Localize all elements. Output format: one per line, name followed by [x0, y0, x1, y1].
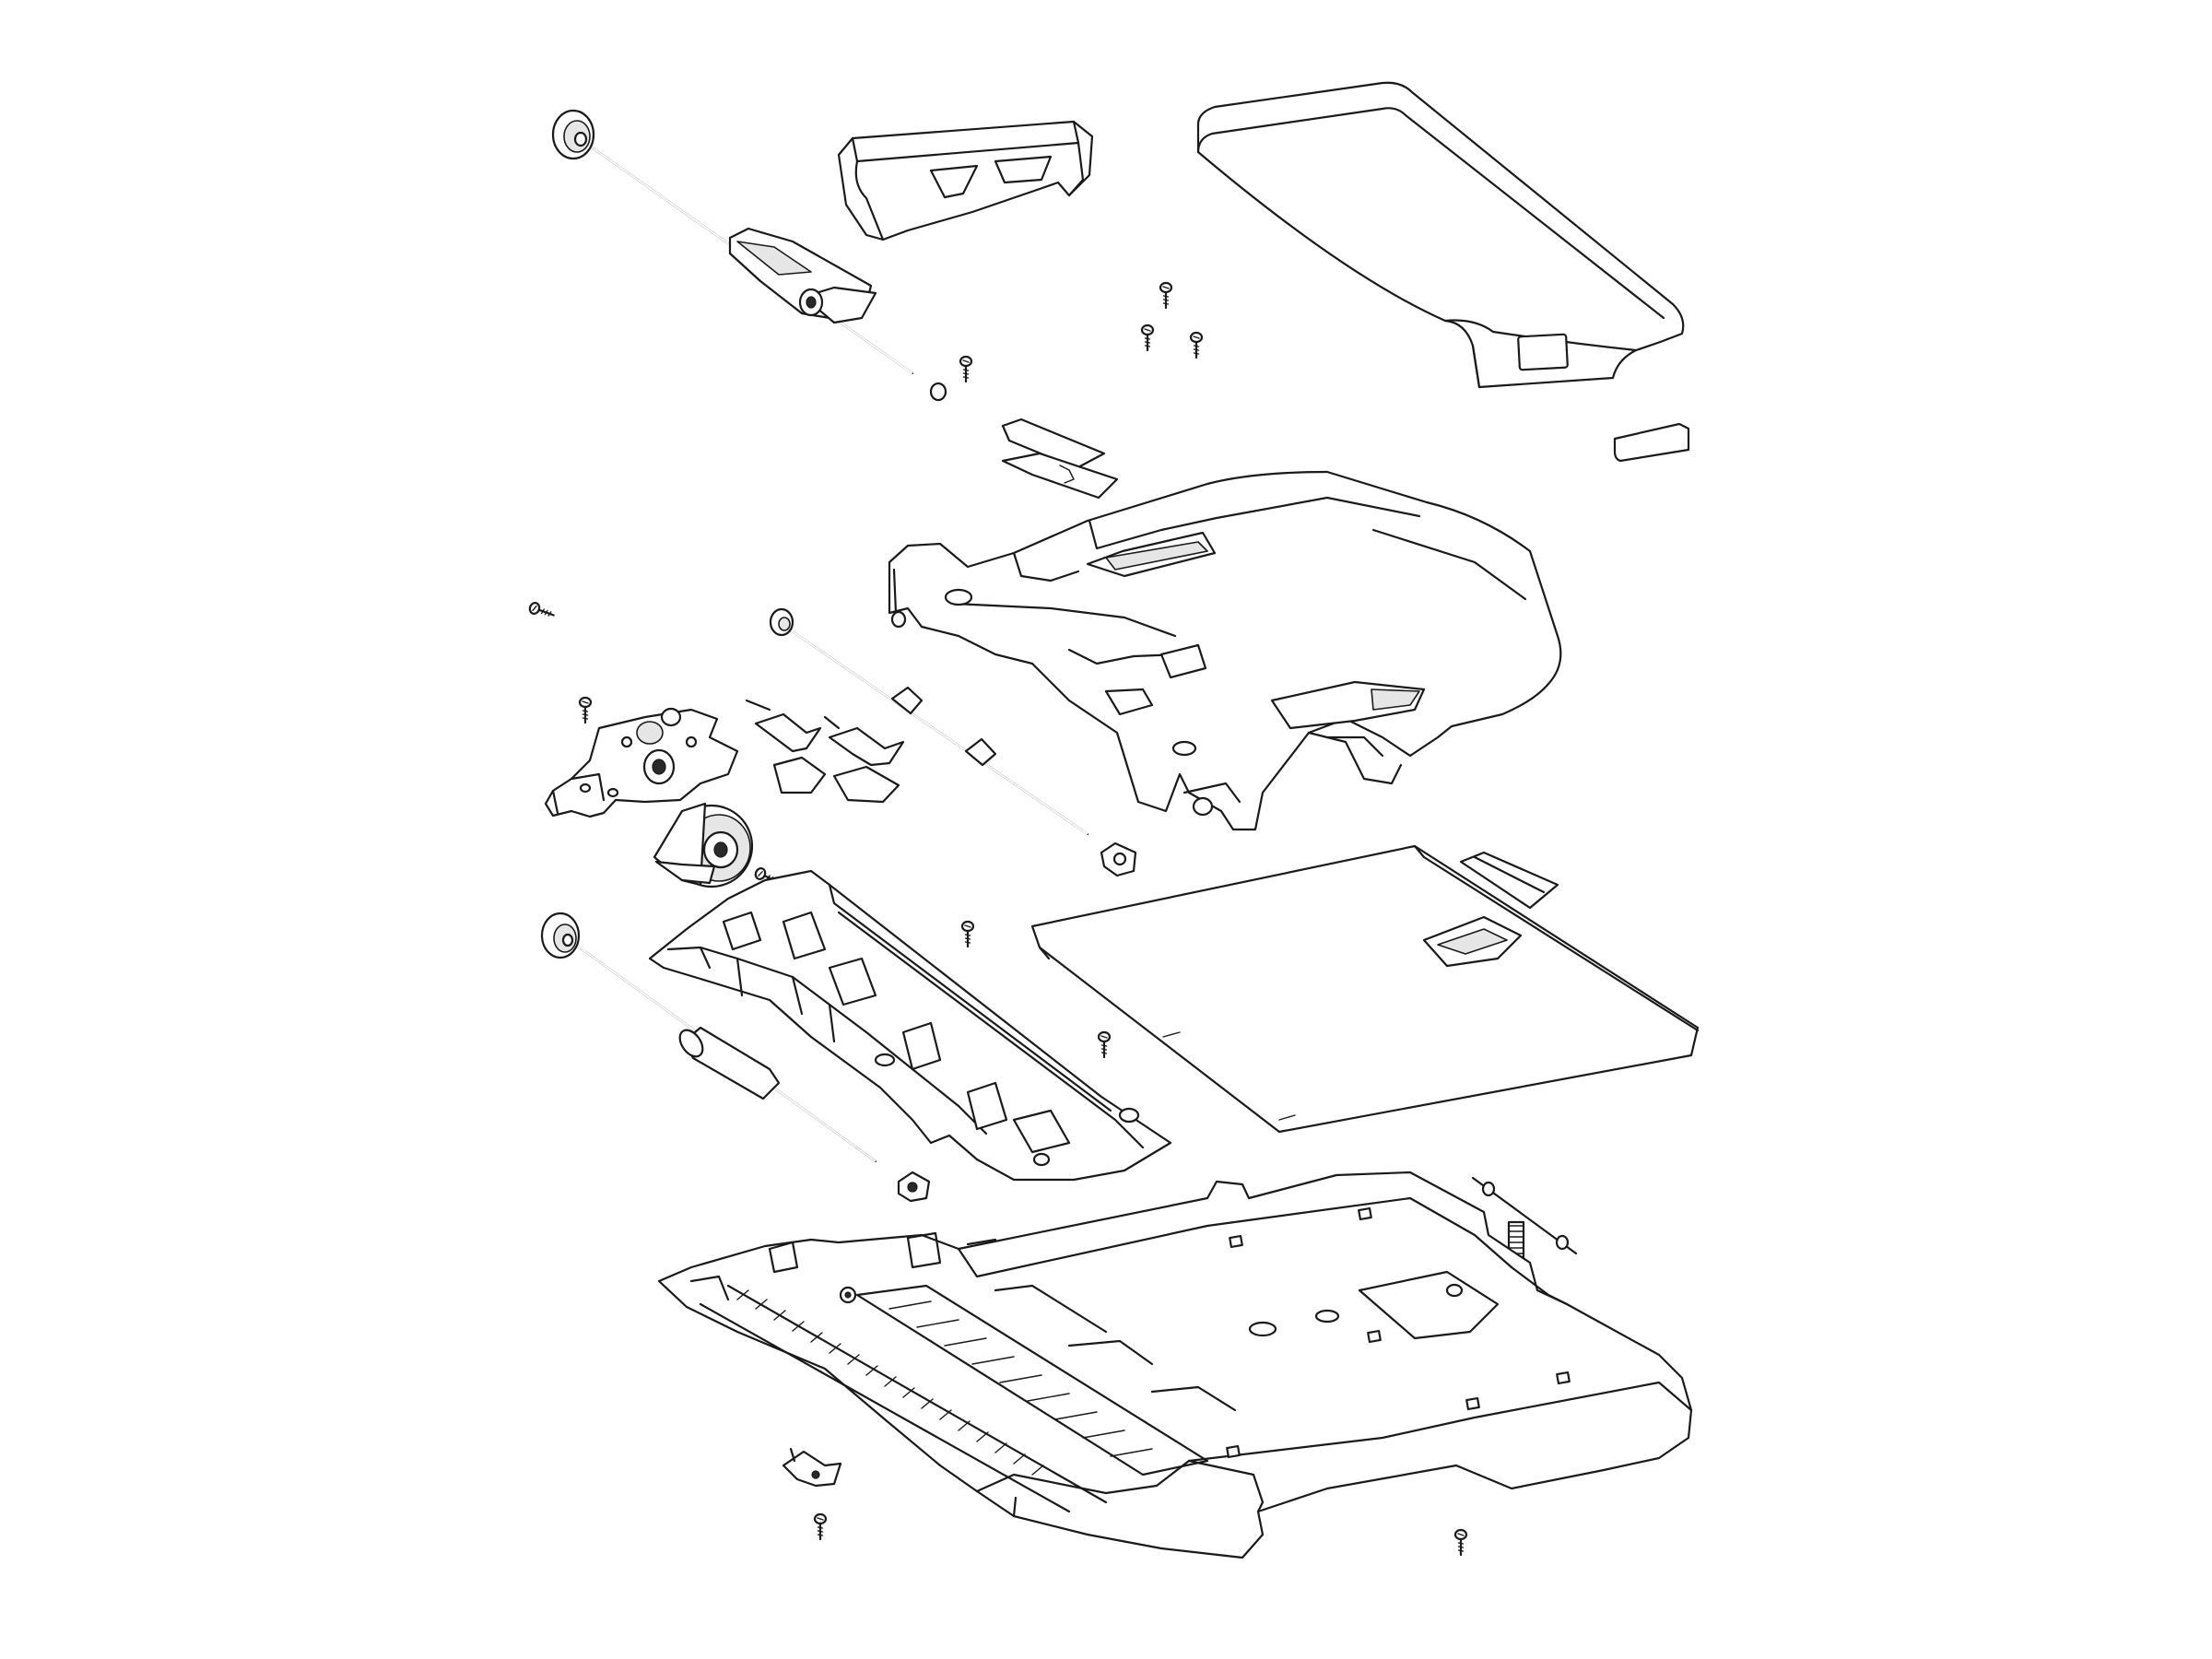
shaft-bushing — [1100, 841, 1137, 877]
exit-roller-shaft — [540, 912, 877, 1163]
drive-bracket — [544, 707, 739, 818]
flat-tray-cover — [1030, 844, 1700, 1134]
exit-bushing — [897, 1171, 931, 1203]
base-screw-1 — [813, 1512, 828, 1541]
spring-rod — [1471, 1176, 1578, 1259]
cover-screw-3 — [1189, 331, 1204, 359]
feed-frame — [648, 869, 1172, 1182]
shaft-screw — [959, 355, 973, 383]
front-cover — [837, 120, 1094, 241]
small-brackets — [745, 699, 905, 804]
guide-plate-pair — [1001, 418, 1119, 500]
input-tray — [888, 470, 1562, 831]
hinge-clip — [782, 1447, 842, 1488]
frame-screw-1 — [960, 920, 975, 948]
motor — [653, 802, 754, 888]
cover-screw-1 — [1159, 281, 1173, 310]
frame-screw-2 — [1097, 1030, 1112, 1059]
top-cover — [1196, 81, 1685, 389]
feed-roller-shaft — [769, 607, 1089, 836]
cover-screw-2 — [1140, 324, 1155, 352]
pickup-roller-shaft — [551, 109, 947, 402]
bracket-screw — [578, 696, 593, 724]
tray-latch-cover — [1459, 851, 1559, 910]
base-screw-2 — [1453, 1528, 1468, 1557]
cover-label — [1613, 422, 1690, 463]
base-chassis — [657, 1171, 1693, 1559]
lone-screw — [527, 600, 557, 622]
